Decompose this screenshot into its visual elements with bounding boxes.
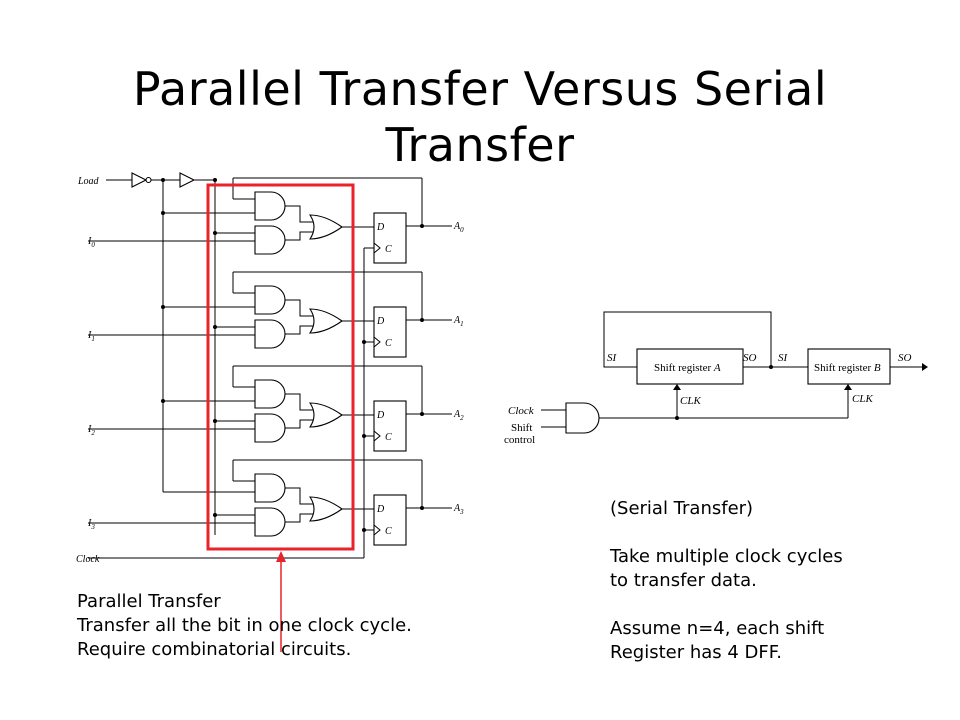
clk-b-label: CLK (852, 393, 873, 405)
svg-text:D: D (376, 410, 385, 421)
parallel-transfer-note: Parallel Transfer Transfer all the bit i… (77, 590, 412, 662)
serial-clock-label: Clock (508, 405, 535, 417)
highlight-arrowhead (276, 551, 286, 562)
serial-note-line-3: to transfer data. (610, 570, 757, 591)
shift-label: Shift (511, 422, 532, 434)
dff-2 (373, 400, 407, 452)
or-gate-3 (308, 496, 343, 522)
stage-2: D C I2 A2 (87, 365, 464, 452)
combinational-logic-highlight (206, 183, 355, 551)
and-gate-1a (254, 285, 286, 315)
and-gate-2a (254, 379, 286, 409)
slide-title-line-1: Parallel Transfer Versus Serial (132, 61, 828, 116)
and-gate-2b (254, 413, 286, 443)
or-gate-0 (308, 214, 343, 240)
serial-note-line-4: Assume n=4, each shift (610, 618, 825, 639)
and-gate-0a (254, 191, 286, 221)
serial-and-gate (565, 402, 600, 434)
svg-text:D: D (376, 504, 385, 515)
load-label: Load (77, 176, 100, 187)
parallel-load-register: Load Clock (76, 172, 464, 652)
dff-3 (373, 494, 407, 546)
svg-text:C: C (385, 338, 392, 349)
slide-title-line-2: Transfer (385, 117, 575, 172)
and-gate-3b (254, 507, 286, 537)
parallel-note-line-3: Require combinatorial circuits. (77, 639, 352, 660)
serial-transfer-note: (Serial Transfer) Take multiple clock cy… (610, 497, 843, 665)
parallel-note-line-1: Parallel Transfer (77, 591, 221, 612)
output-label-3: A3 (453, 503, 464, 516)
svg-text:C: C (385, 244, 392, 255)
svg-text:D: D (376, 222, 385, 233)
clock-label: Clock (76, 554, 100, 565)
shift-register-b-label: Shift register B (814, 362, 881, 374)
shift-register-b (807, 348, 891, 385)
so-b-label: SO (898, 352, 912, 364)
serial-note-line-1: (Serial Transfer) (610, 498, 754, 519)
shift-register-a (636, 348, 744, 385)
svg-text:D: D (376, 316, 385, 327)
dff-0 (373, 212, 407, 264)
serial-transfer-diagram: Shift register A SI SO SI Shift register… (504, 311, 928, 446)
slide-title: Parallel Transfer Versus Serial Transfer (0, 61, 960, 173)
shift-register-a-label: Shift register A (654, 362, 721, 374)
or-gate-2 (308, 402, 343, 428)
stage-3: D C I3 A3 (87, 459, 464, 546)
si-b-label: SI (778, 352, 789, 364)
and-gate-3a (254, 473, 286, 503)
and-gate-0b (254, 225, 286, 255)
output-label-2: A2 (453, 409, 464, 422)
buffer-1 (179, 172, 196, 188)
svg-text:C: C (385, 526, 392, 537)
input-label-3: I3 (87, 518, 95, 531)
output-label-0: A0 (453, 221, 464, 234)
serial-note-line-2: Take multiple clock cycles (610, 546, 843, 567)
clk-a-label: CLK (680, 395, 701, 407)
serial-note-line-5: Register has 4 DFF. (610, 642, 782, 663)
svg-text:C: C (385, 432, 392, 443)
input-label-0: I0 (87, 236, 95, 249)
dff-1 (373, 306, 407, 358)
output-label-1: A1 (453, 315, 464, 328)
parallel-note-line-2: Transfer all the bit in one clock cycle. (77, 615, 412, 636)
stage-0: D C I0 A0 (87, 177, 464, 264)
control-label: control (504, 434, 535, 446)
so-a-label: SO (743, 352, 757, 364)
and-gate-1b (254, 319, 286, 349)
input-label-2: I2 (87, 424, 95, 437)
si-a-label: SI (607, 352, 618, 364)
input-label-1: I1 (87, 330, 95, 343)
stage-1: D C I1 A1 (87, 271, 464, 358)
or-gate-1 (308, 308, 343, 334)
inverter-1 (131, 172, 148, 188)
